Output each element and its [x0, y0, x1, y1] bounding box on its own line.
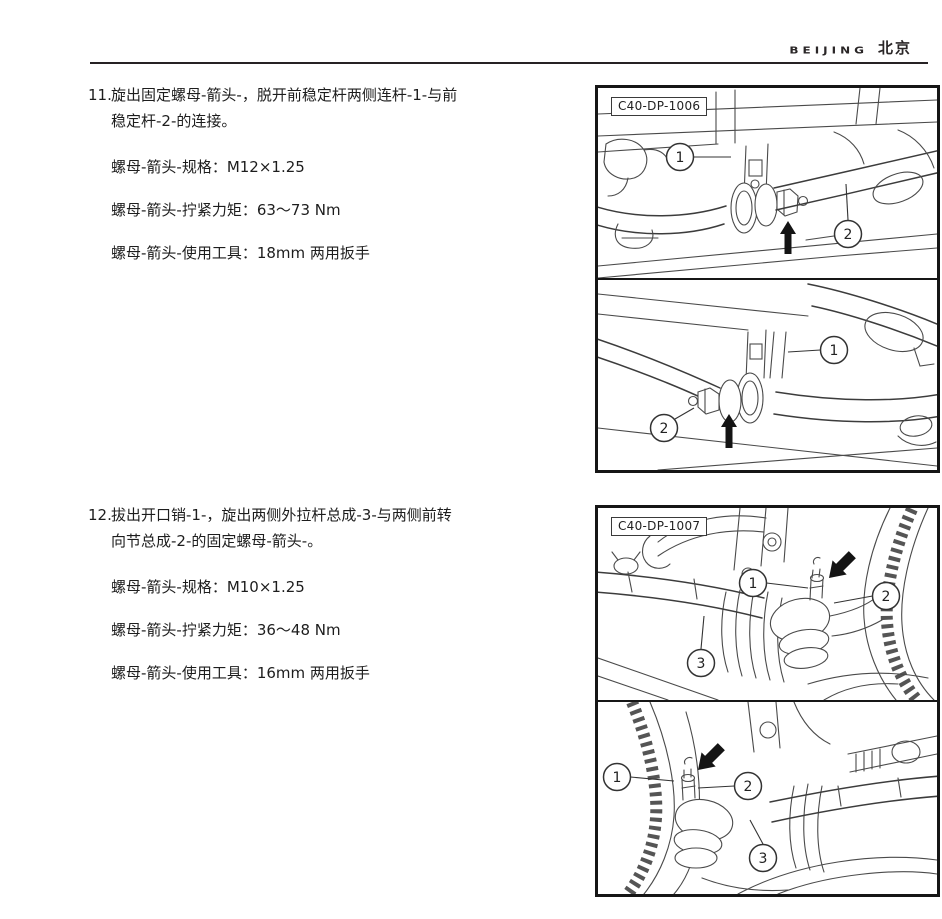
- step-text-line: 旋出固定螺母-箭头-，脱开前稳定杆两侧连杆-1-与前: [111, 86, 458, 104]
- stabilizer-link-illustration-right: 1 2: [598, 283, 937, 470]
- svg-text:2: 2: [844, 227, 853, 243]
- direction-arrow-icon: [698, 743, 725, 770]
- figure-2-panel-top: 1 2 3 C40-DP-1007: [598, 508, 937, 700]
- direction-arrow-icon: [829, 551, 856, 578]
- callout-2: 2: [649, 413, 679, 443]
- logo-cjk-text: 北京: [877, 39, 912, 57]
- step-text-line: 拔出开口销-1-，旋出两侧外拉杆总成-3-与两侧前转: [111, 506, 452, 524]
- svg-text:1: 1: [676, 150, 685, 166]
- callout-2: 2: [833, 219, 863, 249]
- svg-text:3: 3: [759, 851, 768, 867]
- figure-panel-divider: [598, 700, 937, 702]
- callout-2: 2: [733, 771, 763, 801]
- svg-text:1: 1: [749, 576, 758, 592]
- nut-spec-tool: 螺母-箭头-使用工具：16mm 两用扳手: [111, 664, 370, 682]
- figure-panel-divider: [598, 278, 937, 280]
- tie-rod-illustration-left: 1 2 3: [602, 702, 937, 894]
- callout-2: 2: [871, 581, 901, 611]
- step-text-line: 向节总成-2-的固定螺母-箭头-。: [111, 532, 323, 550]
- step-number: 11.: [88, 86, 112, 104]
- nut-spec-size: 螺母-箭头-规格：M10×1.25: [111, 578, 305, 596]
- figure-stabilizer-link: 1 2 C40-DP-1006: [595, 85, 940, 473]
- callout-1: 1: [738, 568, 768, 598]
- step-number: 12.: [88, 506, 112, 524]
- header-divider-line: [90, 62, 928, 64]
- nut-spec-torque: 螺母-箭头-拧紧力矩：36～48 Nm: [111, 621, 341, 639]
- stabilizer-link-illustration-left: 1 2: [598, 88, 937, 278]
- callout-3: 3: [748, 843, 778, 873]
- callout-1: 1: [819, 335, 849, 365]
- step-11: 11. 旋出固定螺母-箭头-，脱开前稳定杆两侧连杆-1-与前 稳定杆-2-的连接…: [88, 82, 593, 263]
- svg-text:2: 2: [744, 779, 753, 795]
- svg-text:2: 2: [882, 589, 891, 605]
- svg-text:2: 2: [660, 421, 669, 437]
- beijing-logo: BEIJING 北京: [789, 37, 912, 58]
- direction-arrow-icon: [780, 221, 796, 254]
- figure-tie-rod: 1 2 3 C40-DP-1007: [595, 505, 940, 897]
- svg-text:3: 3: [697, 656, 706, 672]
- svg-text:1: 1: [613, 770, 622, 786]
- callout-1: 1: [602, 762, 632, 792]
- logo-latin-text: BEIJING: [789, 44, 868, 56]
- step-12: 12. 拔出开口销-1-，旋出两侧外拉杆总成-3-与两侧前转 向节总成-2-的固…: [88, 502, 593, 683]
- tie-rod-illustration-right: 1 2 3: [598, 508, 935, 700]
- callout-3: 3: [686, 648, 716, 678]
- figure-1-panel-bottom: 1 2: [598, 280, 937, 470]
- nut-spec-torque: 螺母-箭头-拧紧力矩：63～73 Nm: [111, 201, 341, 219]
- callout-1: 1: [665, 142, 695, 172]
- nut-spec-tool: 螺母-箭头-使用工具：18mm 两用扳手: [111, 244, 370, 262]
- figure-2-panel-bottom: 1 2 3: [598, 702, 937, 894]
- direction-arrow-icon: [721, 414, 737, 448]
- nut-spec-size: 螺母-箭头-规格：M12×1.25: [111, 158, 305, 176]
- figure-id-label: C40-DP-1007: [611, 517, 708, 536]
- step-text-line: 稳定杆-2-的连接。: [111, 112, 237, 130]
- figure-1-panel-top: 1 2 C40-DP-1006: [598, 88, 937, 278]
- figure-id-label: C40-DP-1006: [611, 97, 708, 116]
- svg-text:1: 1: [830, 343, 839, 359]
